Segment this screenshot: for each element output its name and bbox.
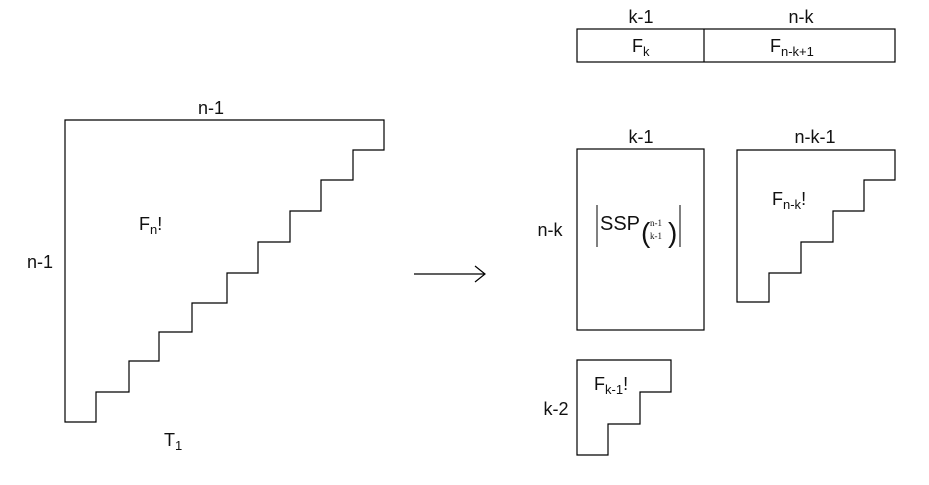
ssp-close-paren: ) (668, 217, 677, 248)
left-staircase-formula: Fn! (139, 214, 162, 237)
ssp-block-top-label: k-1 (628, 127, 653, 147)
ssp-block-side-label: n-k (537, 220, 563, 240)
small-staircase-outline (576, 359, 672, 456)
top-bar-right-header: n-k (788, 7, 814, 27)
top-bar-right-cell: Fn-k+1 (770, 36, 814, 59)
top-bar-left-header: k-1 (628, 7, 653, 27)
ssp-text: SSP (600, 213, 640, 235)
left-staircase-top-label: n-1 (198, 98, 224, 118)
small-staircase-side-label: k-2 (543, 399, 568, 419)
right-staircase-formula: Fn-k! (772, 189, 806, 212)
right-arrow-icon (414, 265, 486, 283)
small-staircase-formula: Fk-1! (594, 374, 628, 397)
top-bar-left-cell: Fk (632, 36, 650, 59)
ssp-binom-top: n-1 (650, 218, 662, 228)
bottom-t1-label: T1 (164, 430, 182, 453)
left-staircase-outline (64, 119, 385, 423)
ssp-binom-bottom: k-1 (650, 231, 662, 241)
right-staircase-outline (736, 149, 896, 303)
top-bar-outline (576, 28, 896, 63)
right-staircase-top-label: n-k-1 (794, 127, 835, 147)
ssp-open-paren: ( (641, 217, 651, 248)
ssp-block-outline (576, 148, 705, 331)
left-staircase-side-label: n-1 (27, 252, 53, 272)
